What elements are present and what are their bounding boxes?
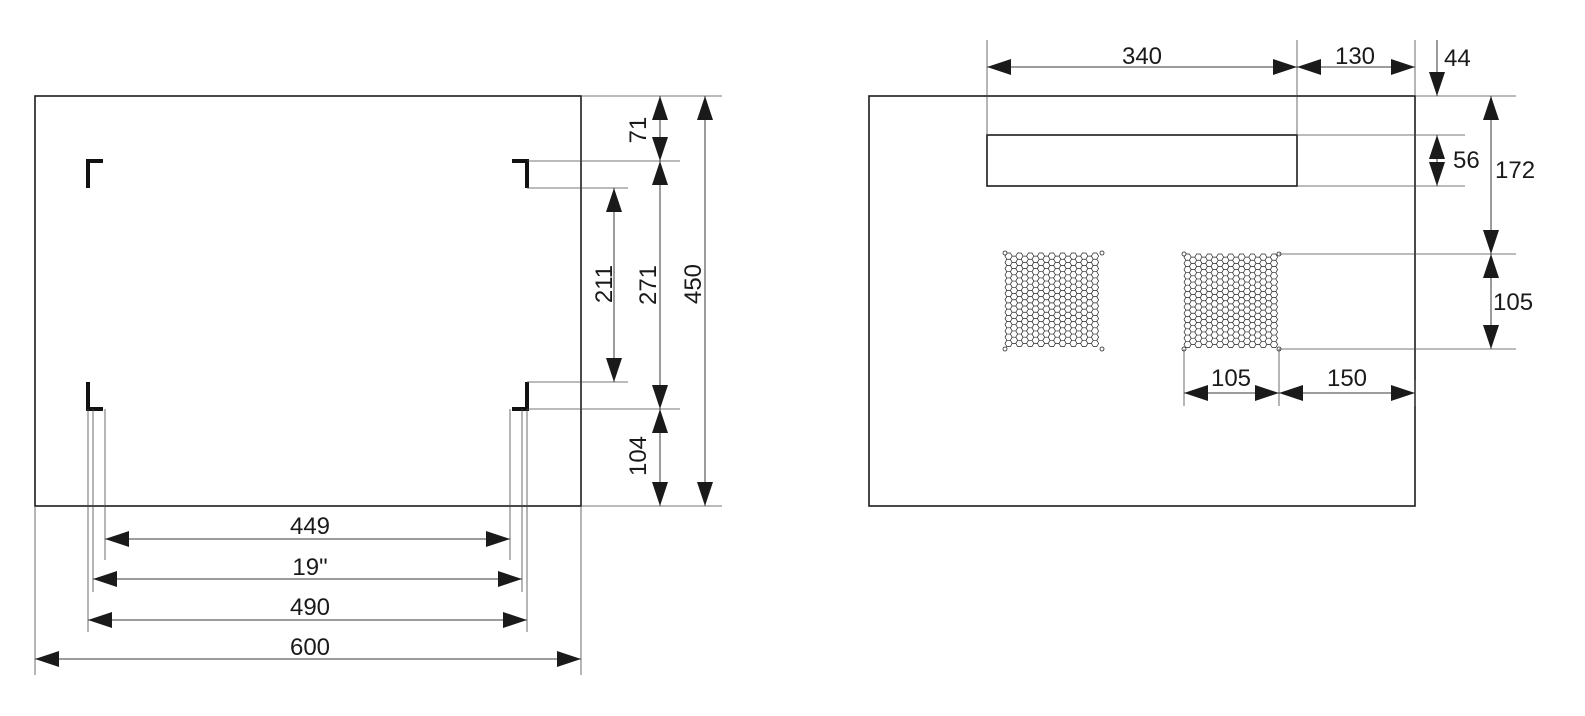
dim-label-vent-top-offset: 172 — [1495, 157, 1535, 184]
dim-label-total-height: 450 — [680, 264, 707, 304]
dim-total-width: 600 — [35, 634, 581, 667]
dim-label-total-width: 600 — [290, 634, 330, 661]
control-panel-cutout — [986, 134, 1298, 187]
dim-label-panel-height: 56 — [1453, 147, 1480, 174]
dim-label-panel-width: 340 — [1122, 43, 1162, 70]
dim-panel-top-gap: 44 — [1429, 40, 1471, 96]
dim-vent-right-gap: 150 — [1279, 365, 1415, 401]
dim-label-vent-width: 105 — [1211, 365, 1251, 392]
dim-label-rack-standard: 19" — [292, 554, 327, 581]
dim-label-top-offset: 71 — [625, 117, 652, 144]
dim-total-height: 450 — [680, 96, 713, 506]
front-view: 71 211 271 450 104 — [34, 95, 722, 675]
top-view: 340 130 44 56 172 — [868, 40, 1535, 507]
dim-vent-width: 105 — [1184, 365, 1279, 401]
bracket-bottom-right — [512, 382, 529, 411]
vent-hex-cells — [1183, 253, 1279, 348]
dim-label-mount-height: 271 — [635, 265, 662, 305]
dim-label-vent-right-gap: 150 — [1327, 365, 1367, 392]
dim-panel-height: 56 — [1429, 135, 1480, 186]
dim-label-inner-width: 449 — [290, 513, 330, 540]
dim-label-rail-width: 490 — [290, 594, 330, 621]
dim-vent-height: 105 — [1483, 254, 1533, 349]
dim-label-rail-spacing: 211 — [591, 265, 618, 303]
vent-corner-marker — [1099, 250, 1105, 256]
vent-corner-marker — [1002, 250, 1008, 256]
dim-vent-top-offset: 172 — [1483, 96, 1535, 254]
dim-bottom-offset: 104 — [625, 409, 668, 506]
vent-hex-cells — [1004, 252, 1100, 347]
dim-top-offset: 71 — [625, 96, 668, 161]
dim-rail-width: 490 — [88, 594, 527, 628]
dim-label-panel-top-gap: 44 — [1444, 45, 1471, 72]
dim-rack-standard: 19" — [93, 554, 522, 587]
dim-panel-right-gap: 130 — [1297, 43, 1415, 75]
vent-grid-left — [1002, 250, 1105, 352]
dim-label-vent-height: 105 — [1493, 289, 1533, 316]
bracket-top-right — [512, 159, 529, 188]
dim-label-bottom-offset: 104 — [625, 436, 652, 476]
dim-panel-width: 340 — [987, 43, 1297, 75]
vent-grid-right — [1181, 251, 1282, 352]
dim-label-panel-right-gap: 130 — [1335, 43, 1375, 70]
bracket-top-left — [86, 159, 103, 188]
front-extension-lines — [527, 95, 722, 507]
front-view-outline — [34, 95, 582, 507]
dim-mount-height: 271 — [635, 161, 668, 409]
rails — [34, 409, 582, 675]
top-view-outline — [868, 95, 1416, 507]
bracket-bottom-left — [86, 382, 103, 411]
vent-corner-marker — [1002, 346, 1008, 352]
dim-inner-width: 449 — [105, 513, 510, 547]
vent-corner-marker — [1099, 346, 1105, 352]
dim-rail-spacing: 211 — [591, 188, 622, 382]
vent-corner-marker — [1181, 251, 1187, 257]
